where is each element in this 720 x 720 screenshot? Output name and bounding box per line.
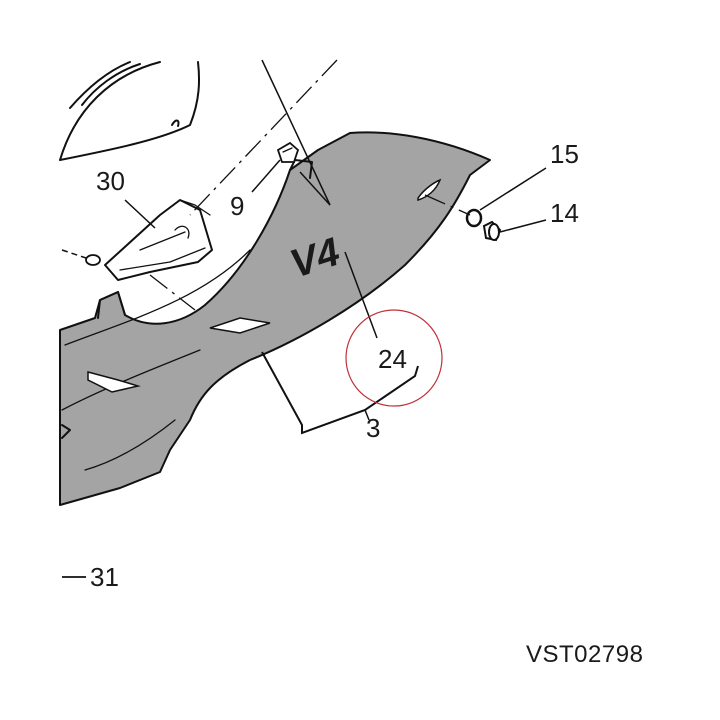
vent-slot-2 bbox=[209, 317, 271, 334]
callout-15: 15 bbox=[550, 139, 579, 169]
washer bbox=[465, 208, 483, 228]
callout-30: 30 bbox=[96, 166, 125, 196]
drawing-code: VST02798 bbox=[526, 641, 643, 668]
fairing-bracket bbox=[104, 199, 213, 281]
side-fairing-panel bbox=[59, 131, 491, 506]
callout-14: 14 bbox=[550, 198, 579, 228]
screw bbox=[482, 220, 502, 242]
vent-slot-1 bbox=[87, 371, 141, 393]
windscreen-outline bbox=[59, 61, 201, 161]
mount-hole bbox=[417, 178, 442, 202]
bracket-screw bbox=[61, 249, 101, 266]
callout-24: 24 bbox=[378, 344, 407, 374]
fairing-body bbox=[59, 131, 491, 506]
fastener-clip bbox=[276, 141, 300, 163]
assembly-lines bbox=[149, 59, 471, 311]
highlight-circle bbox=[345, 309, 443, 407]
leader-lines bbox=[124, 159, 547, 435]
callout-3: 3 bbox=[366, 413, 380, 443]
callout-9: 9 bbox=[230, 191, 244, 221]
callout-31: 31 bbox=[90, 562, 119, 592]
